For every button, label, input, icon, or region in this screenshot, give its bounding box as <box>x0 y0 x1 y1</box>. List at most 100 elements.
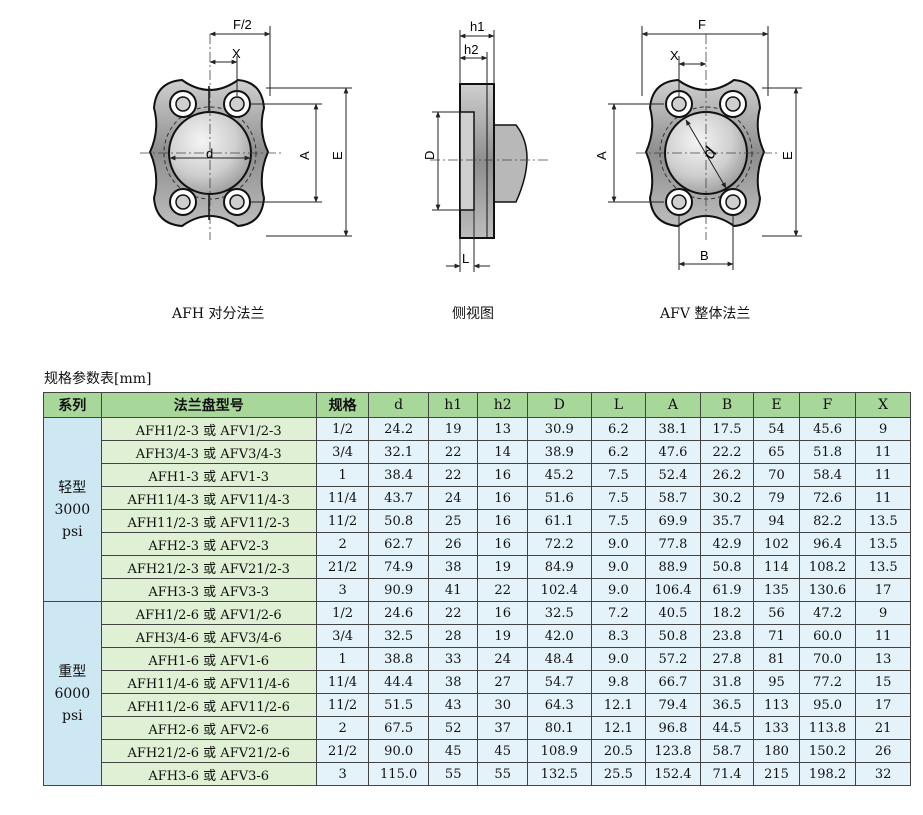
value-cell: 108.9 <box>526 739 592 763</box>
value-cell: 15 <box>855 670 911 694</box>
value-cell: 11/4 <box>315 486 370 510</box>
value-cell: 67.5 <box>368 716 429 740</box>
value-cell: 79.4 <box>645 693 701 717</box>
value-cell: 50.8 <box>699 555 755 579</box>
value-cell: 7.5 <box>590 509 647 533</box>
value-cell: 38 <box>427 670 479 694</box>
dim-h2-label: h2 <box>464 42 478 57</box>
value-cell: 108.2 <box>798 555 857 579</box>
value-cell: 152.4 <box>645 762 701 786</box>
value-cell: 18.2 <box>699 601 755 625</box>
value-cell: 38.8 <box>368 647 429 671</box>
value-cell: 17 <box>855 693 911 717</box>
value-cell: 45.2 <box>526 463 592 487</box>
model-cell: AFH11/2-6 或 AFV11/2-6 <box>100 693 317 717</box>
value-cell: 43 <box>427 693 479 717</box>
value-cell: 36.5 <box>699 693 755 717</box>
dim-big-d-label: D <box>422 151 437 160</box>
series-line: 重型 <box>58 663 87 680</box>
value-cell: 90.0 <box>368 739 429 763</box>
value-cell: 19 <box>427 417 479 441</box>
value-cell: 17.5 <box>699 417 755 441</box>
value-cell: 80.1 <box>526 716 592 740</box>
value-cell: 22 <box>427 440 479 464</box>
value-cell: 45 <box>477 739 528 763</box>
value-cell: 55 <box>427 762 479 786</box>
value-cell: 13.5 <box>855 555 911 579</box>
value-cell: 38.9 <box>526 440 592 464</box>
value-cell: 52 <box>427 716 479 740</box>
value-cell: 41 <box>427 578 479 602</box>
value-cell: 44.4 <box>368 670 429 694</box>
value-cell: 52.4 <box>645 463 701 487</box>
value-cell: 51.6 <box>526 486 592 510</box>
model-cell: AFH11/4-6 或 AFV11/4-6 <box>100 670 317 694</box>
value-cell: 47.2 <box>798 601 857 625</box>
caption-afv: AFV 整体法兰 <box>660 306 751 322</box>
value-cell: 45.6 <box>798 417 857 441</box>
value-cell: 9.0 <box>590 647 647 671</box>
value-cell: 6.2 <box>590 440 647 464</box>
model-cell: AFH2-3 或 AFV2-3 <box>100 532 317 556</box>
value-cell: 26.2 <box>699 463 755 487</box>
value-cell: 22 <box>427 463 479 487</box>
value-cell: 37 <box>477 716 528 740</box>
value-cell: 150.2 <box>798 739 857 763</box>
value-cell: 81 <box>753 647 800 671</box>
value-cell: 130.6 <box>798 578 857 602</box>
value-cell: 54.7 <box>526 670 592 694</box>
dim-e-label-afv: E <box>780 151 795 160</box>
model-cell: AFH1-3 或 AFV1-3 <box>100 463 317 487</box>
caption-side-view: 侧视图 <box>452 306 494 322</box>
value-cell: 16 <box>477 509 528 533</box>
value-cell: 69.9 <box>645 509 701 533</box>
value-cell: 60.0 <box>798 624 857 648</box>
value-cell: 47.6 <box>645 440 701 464</box>
model-cell: AFH21/2-3 或 AFV21/2-3 <box>100 555 317 579</box>
value-cell: 56 <box>753 601 800 625</box>
value-cell: 16 <box>477 532 528 556</box>
caption-afh: AFH 对分法兰 <box>172 306 265 322</box>
value-cell: 43.7 <box>368 486 429 510</box>
header-cell: L <box>590 392 647 418</box>
header-cell: B <box>699 392 755 418</box>
value-cell: 95 <box>753 670 800 694</box>
value-cell: 27.8 <box>699 647 755 671</box>
value-cell: 24 <box>477 647 528 671</box>
value-cell: 77.2 <box>798 670 857 694</box>
value-cell: 96.8 <box>645 716 701 740</box>
value-cell: 95.0 <box>798 693 857 717</box>
value-cell: 3 <box>315 762 370 786</box>
model-cell: AFH21/2-6 或 AFV21/2-6 <box>100 739 317 763</box>
value-cell: 123.8 <box>645 739 701 763</box>
dim-d-label: d <box>206 146 213 161</box>
value-cell: 115.0 <box>368 762 429 786</box>
value-cell: 30 <box>477 693 528 717</box>
value-cell: 70 <box>753 463 800 487</box>
value-cell: 6.2 <box>590 417 647 441</box>
value-cell: 11 <box>855 440 911 464</box>
dim-b-label: B <box>700 248 709 263</box>
header-cell: h1 <box>427 392 479 418</box>
value-cell: 71.4 <box>699 762 755 786</box>
value-cell: 11/2 <box>315 509 370 533</box>
value-cell: 11/4 <box>315 670 370 694</box>
value-cell: 19 <box>477 555 528 579</box>
value-cell: 38.1 <box>645 417 701 441</box>
value-cell: 3 <box>315 578 370 602</box>
value-cell: 9.0 <box>590 555 647 579</box>
value-cell: 1 <box>315 647 370 671</box>
value-cell: 42.0 <box>526 624 592 648</box>
value-cell: 30.9 <box>526 417 592 441</box>
afv-drawing: F X d A E B <box>594 17 802 270</box>
value-cell: 66.7 <box>645 670 701 694</box>
value-cell: 102 <box>753 532 800 556</box>
